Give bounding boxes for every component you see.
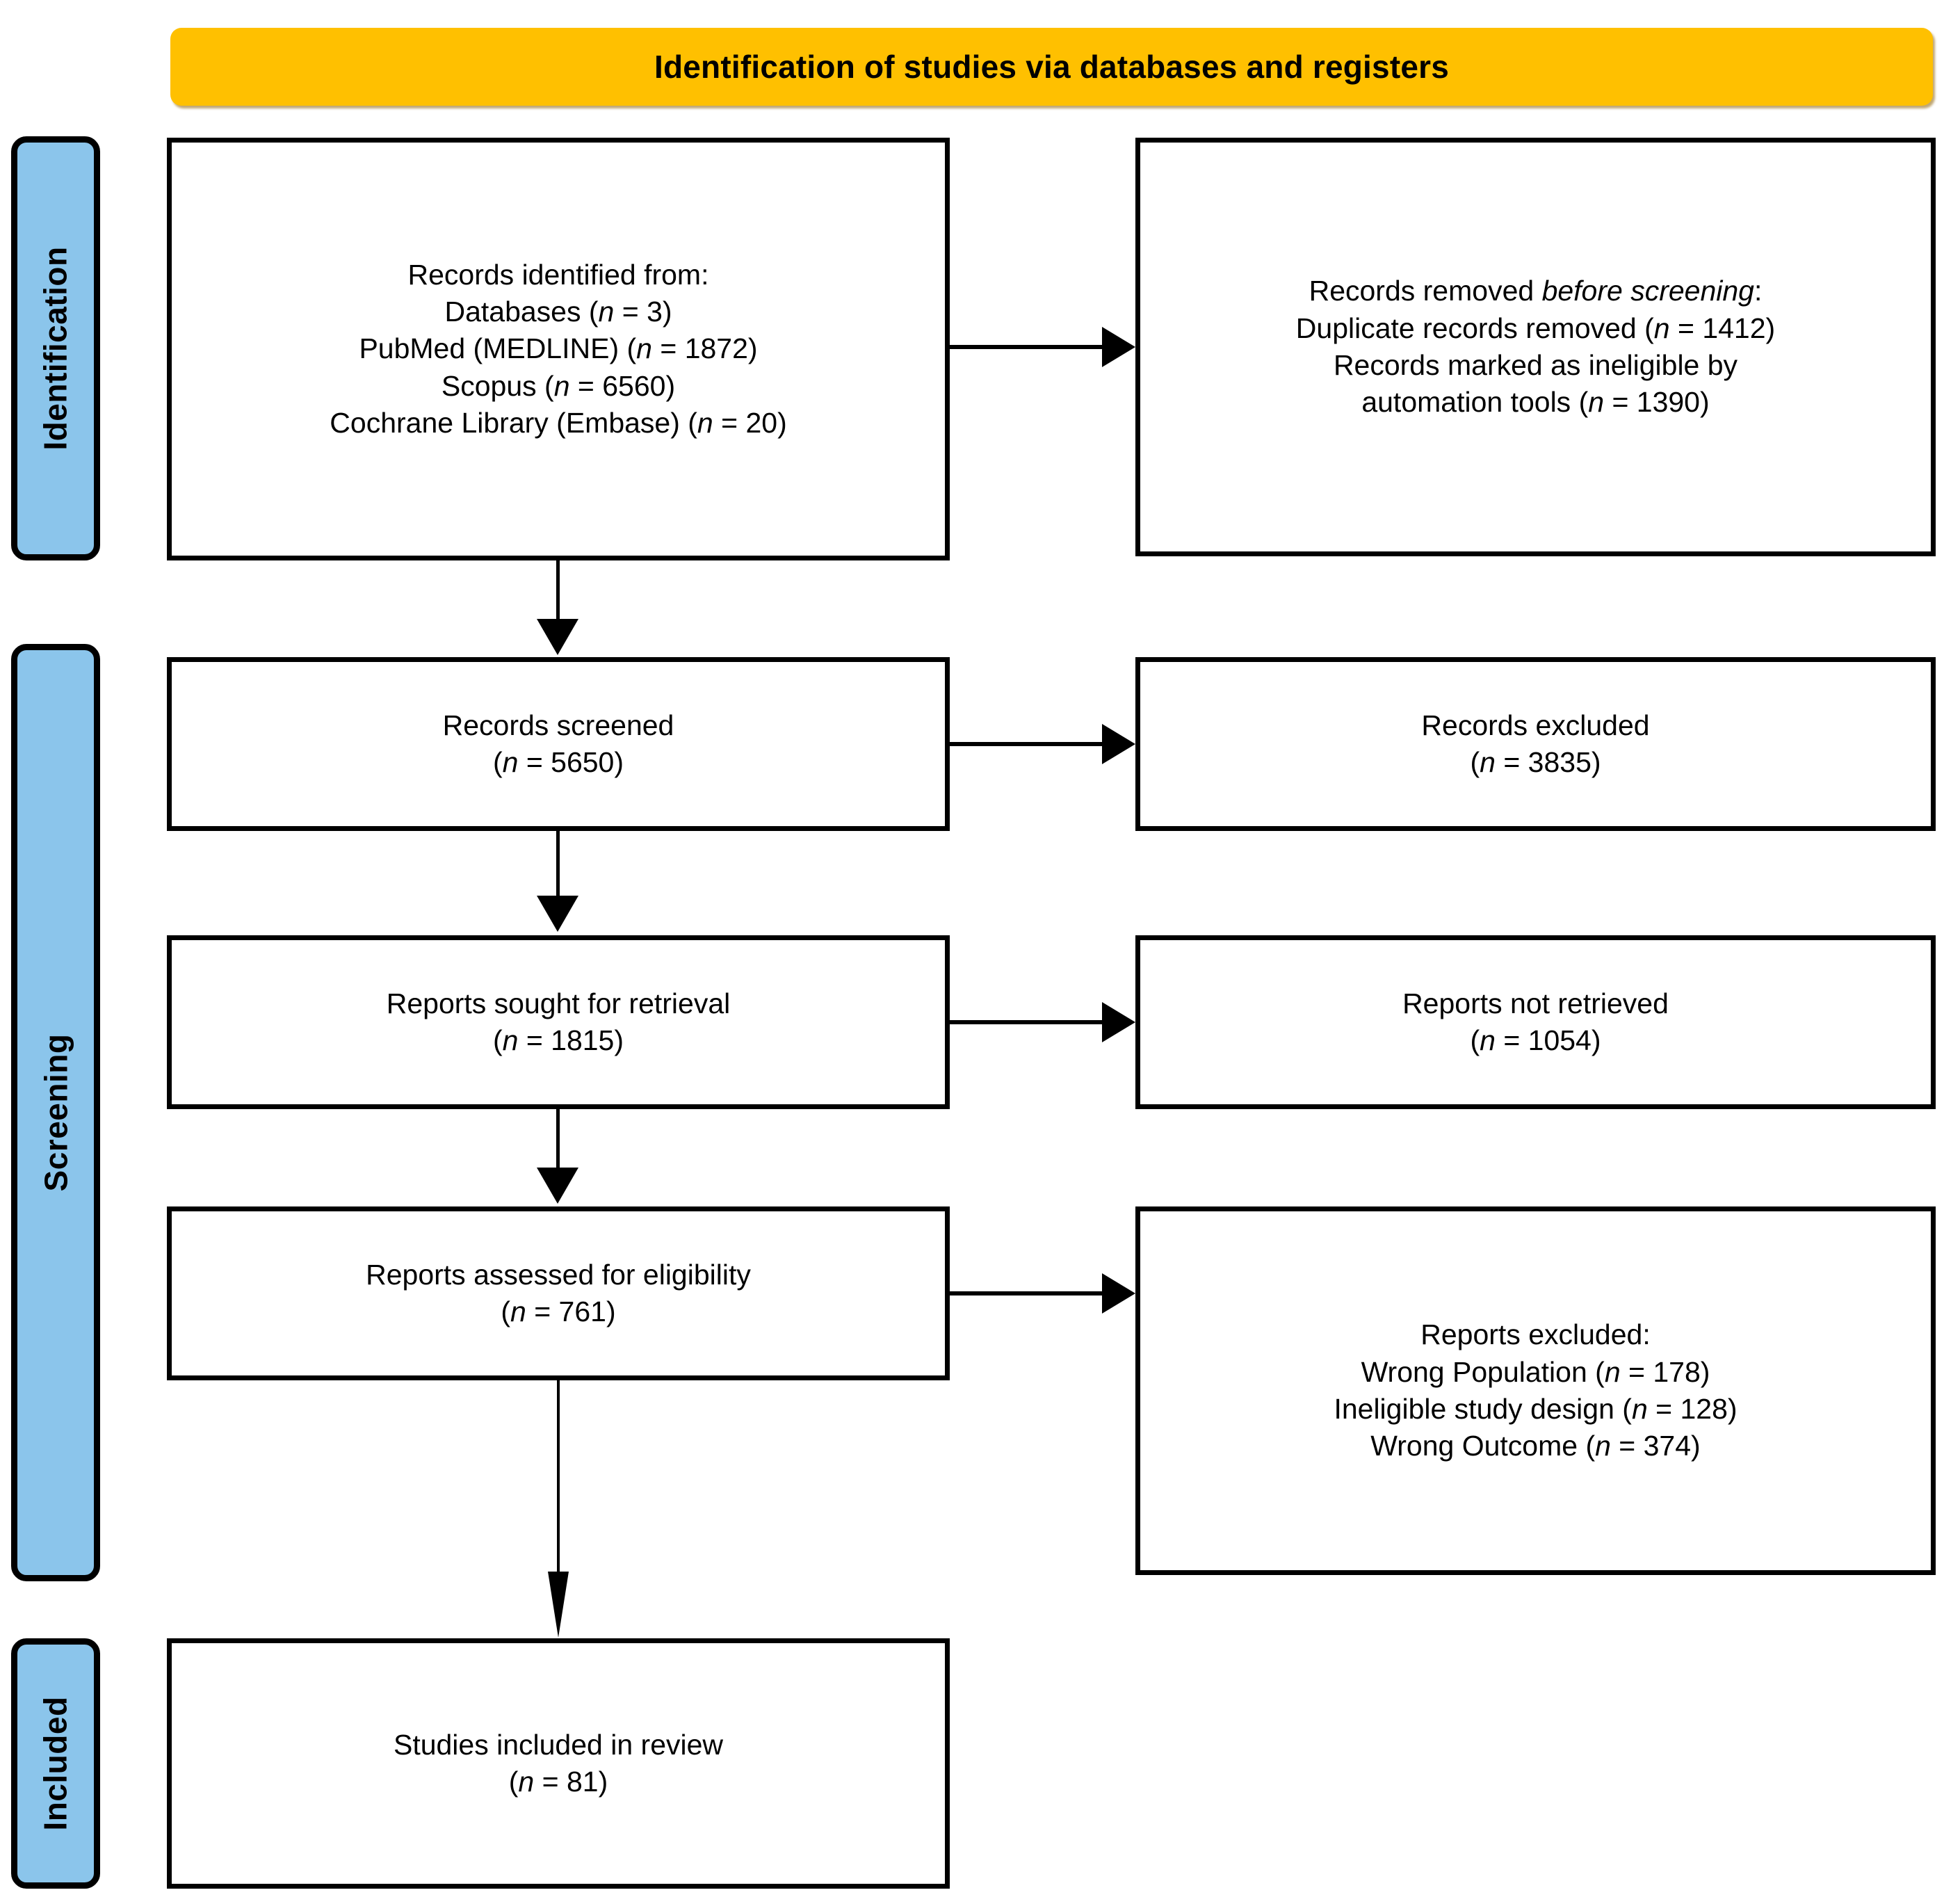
stage-label-included: Included: [11, 1638, 100, 1889]
arrow-line: [556, 1109, 560, 1170]
box-reports-sought-text: Reports sought for retrieval(n = 1815): [386, 987, 731, 1056]
arrow-line: [557, 1380, 560, 1575]
box-records-excluded-text: Records excluded(n = 3835): [1421, 709, 1650, 778]
arrow-head-right-icon: [1102, 327, 1135, 367]
diagram-title-banner: Identification of studies via databases …: [170, 28, 1933, 106]
arrow-line: [950, 345, 1107, 349]
box-reports-excluded: Reports excluded:Wrong Population (n = 1…: [1135, 1206, 1936, 1575]
arrow-head-down-icon: [548, 1572, 569, 1638]
box-reports-excluded-text: Reports excluded:Wrong Population (n = 1…: [1334, 1318, 1738, 1462]
arrow-head-right-icon: [1102, 1273, 1135, 1314]
arrow-head-right-icon: [1102, 1002, 1135, 1042]
box-records-removed-text: Records removed before screening:Duplica…: [1295, 275, 1776, 419]
stage-label-included-text: Included: [38, 1696, 74, 1831]
arrow-line: [950, 1291, 1107, 1295]
box-records-screened-text: Records screened(n = 5650): [442, 709, 674, 778]
arrow-line: [950, 1020, 1107, 1024]
stage-label-screening: Screening: [11, 644, 100, 1581]
box-reports-assessed-for-eligibility: Reports assessed for eligibility(n = 761…: [167, 1206, 950, 1380]
box-records-screened: Records screened(n = 5650): [167, 657, 950, 831]
box-records-identified: Records identified from:Databases (n = 3…: [167, 138, 950, 560]
stage-label-identification: Identification: [11, 136, 100, 560]
arrow-line: [556, 831, 560, 898]
box-reports-not-retrieved-text: Reports not retrieved(n = 1054): [1402, 987, 1669, 1056]
box-studies-included-in-review: Studies included in review(n = 81): [167, 1638, 950, 1889]
diagram-title: Identification of studies via databases …: [654, 49, 1450, 85]
stage-label-screening-text: Screening: [38, 1033, 74, 1192]
box-studies-included-text: Studies included in review(n = 81): [393, 1728, 724, 1798]
arrow-head-right-icon: [1102, 724, 1135, 764]
box-reports-not-retrieved: Reports not retrieved(n = 1054): [1135, 935, 1936, 1109]
stage-label-identification-text: Identification: [38, 246, 74, 451]
arrow-head-down-icon: [537, 619, 578, 655]
box-records-removed-before-screening: Records removed before screening:Duplica…: [1135, 138, 1936, 556]
arrow-line: [556, 560, 560, 622]
arrow-head-down-icon: [537, 1168, 578, 1204]
arrow-head-down-icon: [537, 896, 578, 932]
box-reports-sought-for-retrieval: Reports sought for retrieval(n = 1815): [167, 935, 950, 1109]
box-records-excluded: Records excluded(n = 3835): [1135, 657, 1936, 831]
box-reports-assessed-text: Reports assessed for eligibility(n = 761…: [366, 1258, 751, 1327]
box-records-identified-text: Records identified from:Databases (n = 3…: [330, 258, 787, 439]
arrow-line: [950, 742, 1107, 746]
